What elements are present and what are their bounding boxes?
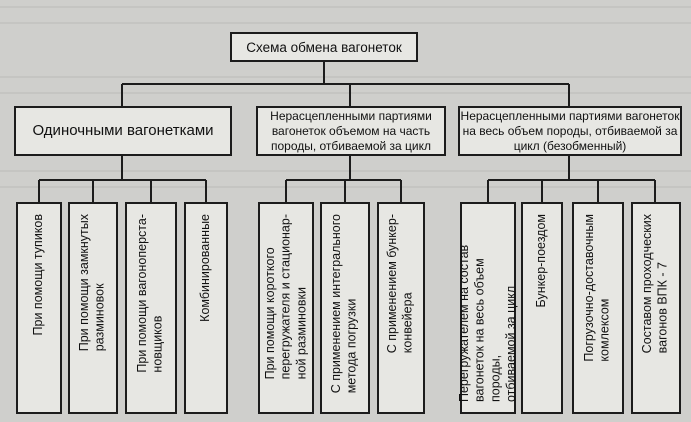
leaf-short-loader: При помощи короткого перегружателя и ста…: [258, 202, 314, 414]
leaf-closed-passing: При помощи замкнутых разминовок: [68, 202, 118, 414]
leaf-label: При помощи короткого перегружателя и ста…: [262, 214, 308, 380]
leaf-load-haul-complex: Погрузочно-доставочным комлексом: [572, 202, 624, 414]
leaf-label: Бункер-поездом: [534, 214, 549, 308]
leaf-label: Перегружателем на состав вагонеток на ве…: [456, 244, 518, 402]
root-node: Схема обмена вагонеток: [230, 32, 418, 62]
leaf-label: При помощи замкнутых разминовок: [77, 214, 107, 352]
group-single-wagons: Одиночными вагонетками: [14, 106, 232, 156]
group-partial-batches: Нерасцепленными партиями вагонеток объем…: [256, 106, 446, 156]
leaf-bunker-conveyor: С применением бункер- конвейера: [377, 202, 425, 414]
leaf-label: При помощи вагоноперста- новщиков: [135, 214, 165, 373]
leaf-label: При помощи тупиков: [31, 214, 46, 336]
group-label: Нерасцепленными партиями вагонеток объем…: [270, 108, 432, 153]
leaf-label: Комбинированные: [198, 214, 213, 322]
leaf-label: С применением интегрального метода погру…: [329, 214, 359, 394]
leaf-combined: Комбинированные: [184, 202, 228, 414]
group-full-batches: Нерасцепленными партиями вагонеток на ве…: [458, 106, 682, 156]
leaf-label: Погрузочно-доставочным комлексом: [582, 214, 612, 362]
leaf-loader-full-train: Перегружателем на состав вагонеток на ве…: [457, 202, 518, 414]
leaf-integral-loading: С применением интегрального метода погру…: [320, 202, 370, 414]
leaf-vpk7-train: Составом проходческих вагонов ВПК - 7: [631, 202, 681, 414]
leaf-car-transfer: При помощи вагоноперста- новщиков: [125, 202, 177, 414]
leaf-label: С применением бункер- конвейера: [385, 214, 415, 354]
leaf-bunker-train: Бункер-поездом: [521, 202, 563, 414]
leaf-label: Составом проходческих вагонов ВПК - 7: [640, 214, 670, 354]
group-label: Одиночными вагонетками: [32, 121, 214, 139]
root-label: Схема обмена вагонеток: [246, 39, 402, 55]
leaf-dead-ends: При помощи тупиков: [16, 202, 62, 414]
group-label: Нерасцепленными партиями вагонеток на ве…: [460, 108, 680, 153]
